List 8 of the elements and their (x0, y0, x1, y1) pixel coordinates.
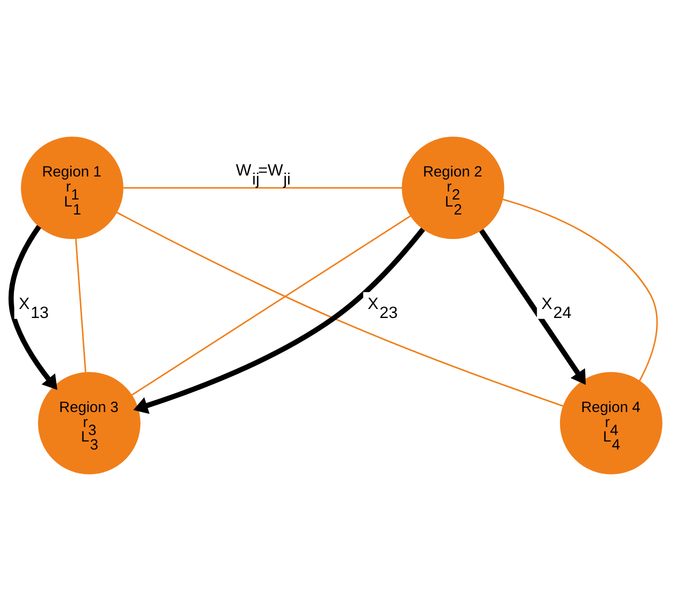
arrow (8, 224, 58, 390)
connector (75, 238, 86, 372)
arrow (133, 227, 426, 414)
connector (502, 198, 658, 381)
connector (116, 211, 564, 406)
arrow (479, 228, 586, 384)
connector (131, 214, 411, 396)
connector (123, 186, 402, 188)
